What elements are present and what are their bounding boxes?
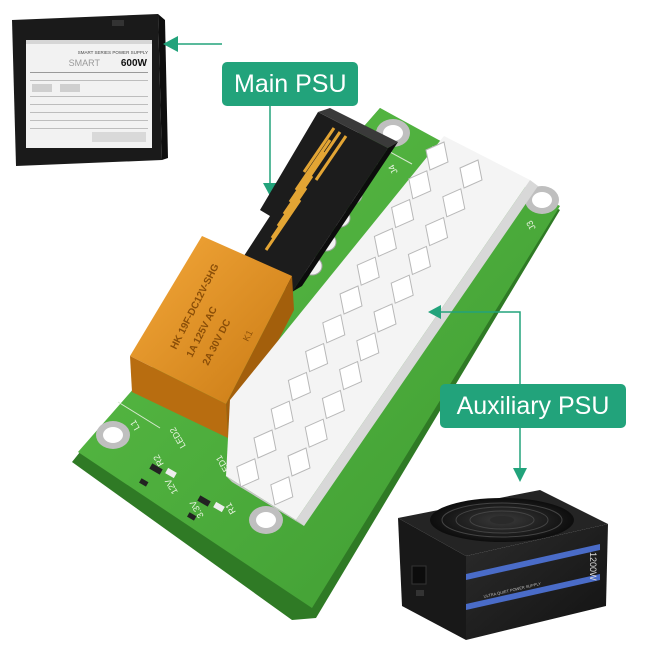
connector-pin	[322, 314, 346, 344]
main-psu-model-text: SMART	[69, 58, 101, 68]
mount-hole	[525, 186, 559, 214]
connector-pin	[321, 389, 345, 420]
connector-pin	[356, 332, 380, 362]
connector-pin	[270, 400, 294, 430]
main-psu-series-text: SMART SERIES POWER SUPPLY	[78, 50, 148, 55]
label-r1: R1	[223, 501, 237, 516]
auxiliary-psu-callout: Auxiliary PSU	[440, 384, 626, 428]
connector-pin	[236, 458, 260, 488]
pin-grid	[236, 141, 483, 506]
label-j4: J4	[386, 163, 399, 176]
connector-pin	[459, 159, 483, 189]
connector-pin	[253, 429, 277, 459]
connector-pin	[407, 245, 431, 276]
aux-psu-wattage-text: 1200W	[588, 552, 598, 581]
label-j3: J3	[524, 219, 537, 232]
connector-pin	[356, 256, 380, 286]
atx-24pin-connector	[226, 136, 538, 526]
label-r2: R2	[151, 453, 165, 468]
label-l1: L1	[128, 418, 142, 432]
aux-psu-image: ULTRA QUIET POWER SUPPLY 1200W	[398, 490, 608, 640]
power-socket-icon	[411, 565, 427, 585]
connector-pin	[287, 371, 311, 402]
connector-pin	[391, 198, 415, 229]
relay-ref-label: K1	[241, 329, 255, 343]
connector-pin	[425, 216, 449, 247]
sata-connector	[240, 108, 398, 292]
connector-pin	[390, 274, 414, 304]
connector-pin	[305, 342, 329, 373]
connector-pin	[287, 447, 311, 477]
connector-pin	[373, 227, 397, 258]
connector-pin	[373, 303, 397, 333]
smd-components	[139, 463, 225, 521]
connector-pin	[408, 170, 432, 200]
arrow-down-icon	[263, 183, 277, 196]
mount-hole	[96, 421, 130, 449]
power-switch-icon	[416, 590, 424, 596]
connector-pin	[425, 141, 449, 171]
aux-psu-connector-line	[438, 311, 521, 470]
connector-pin	[304, 418, 328, 448]
main-psu-image: SMART SERIES POWER SUPPLY SMART 600W	[12, 14, 168, 166]
main-psu-wattage-text: 600W	[121, 58, 148, 69]
connector-pin	[442, 188, 466, 218]
arrow-left-icon	[428, 305, 441, 319]
mount-hole	[249, 506, 283, 534]
arrow-down-icon	[513, 468, 527, 482]
main-psu-callout: Main PSU	[222, 62, 358, 106]
connector-pin	[339, 360, 363, 391]
arrow-left-icon	[163, 36, 178, 52]
connector-pin	[339, 285, 363, 315]
connector-pin	[270, 476, 294, 506]
main-psu-label-panel	[26, 40, 152, 148]
